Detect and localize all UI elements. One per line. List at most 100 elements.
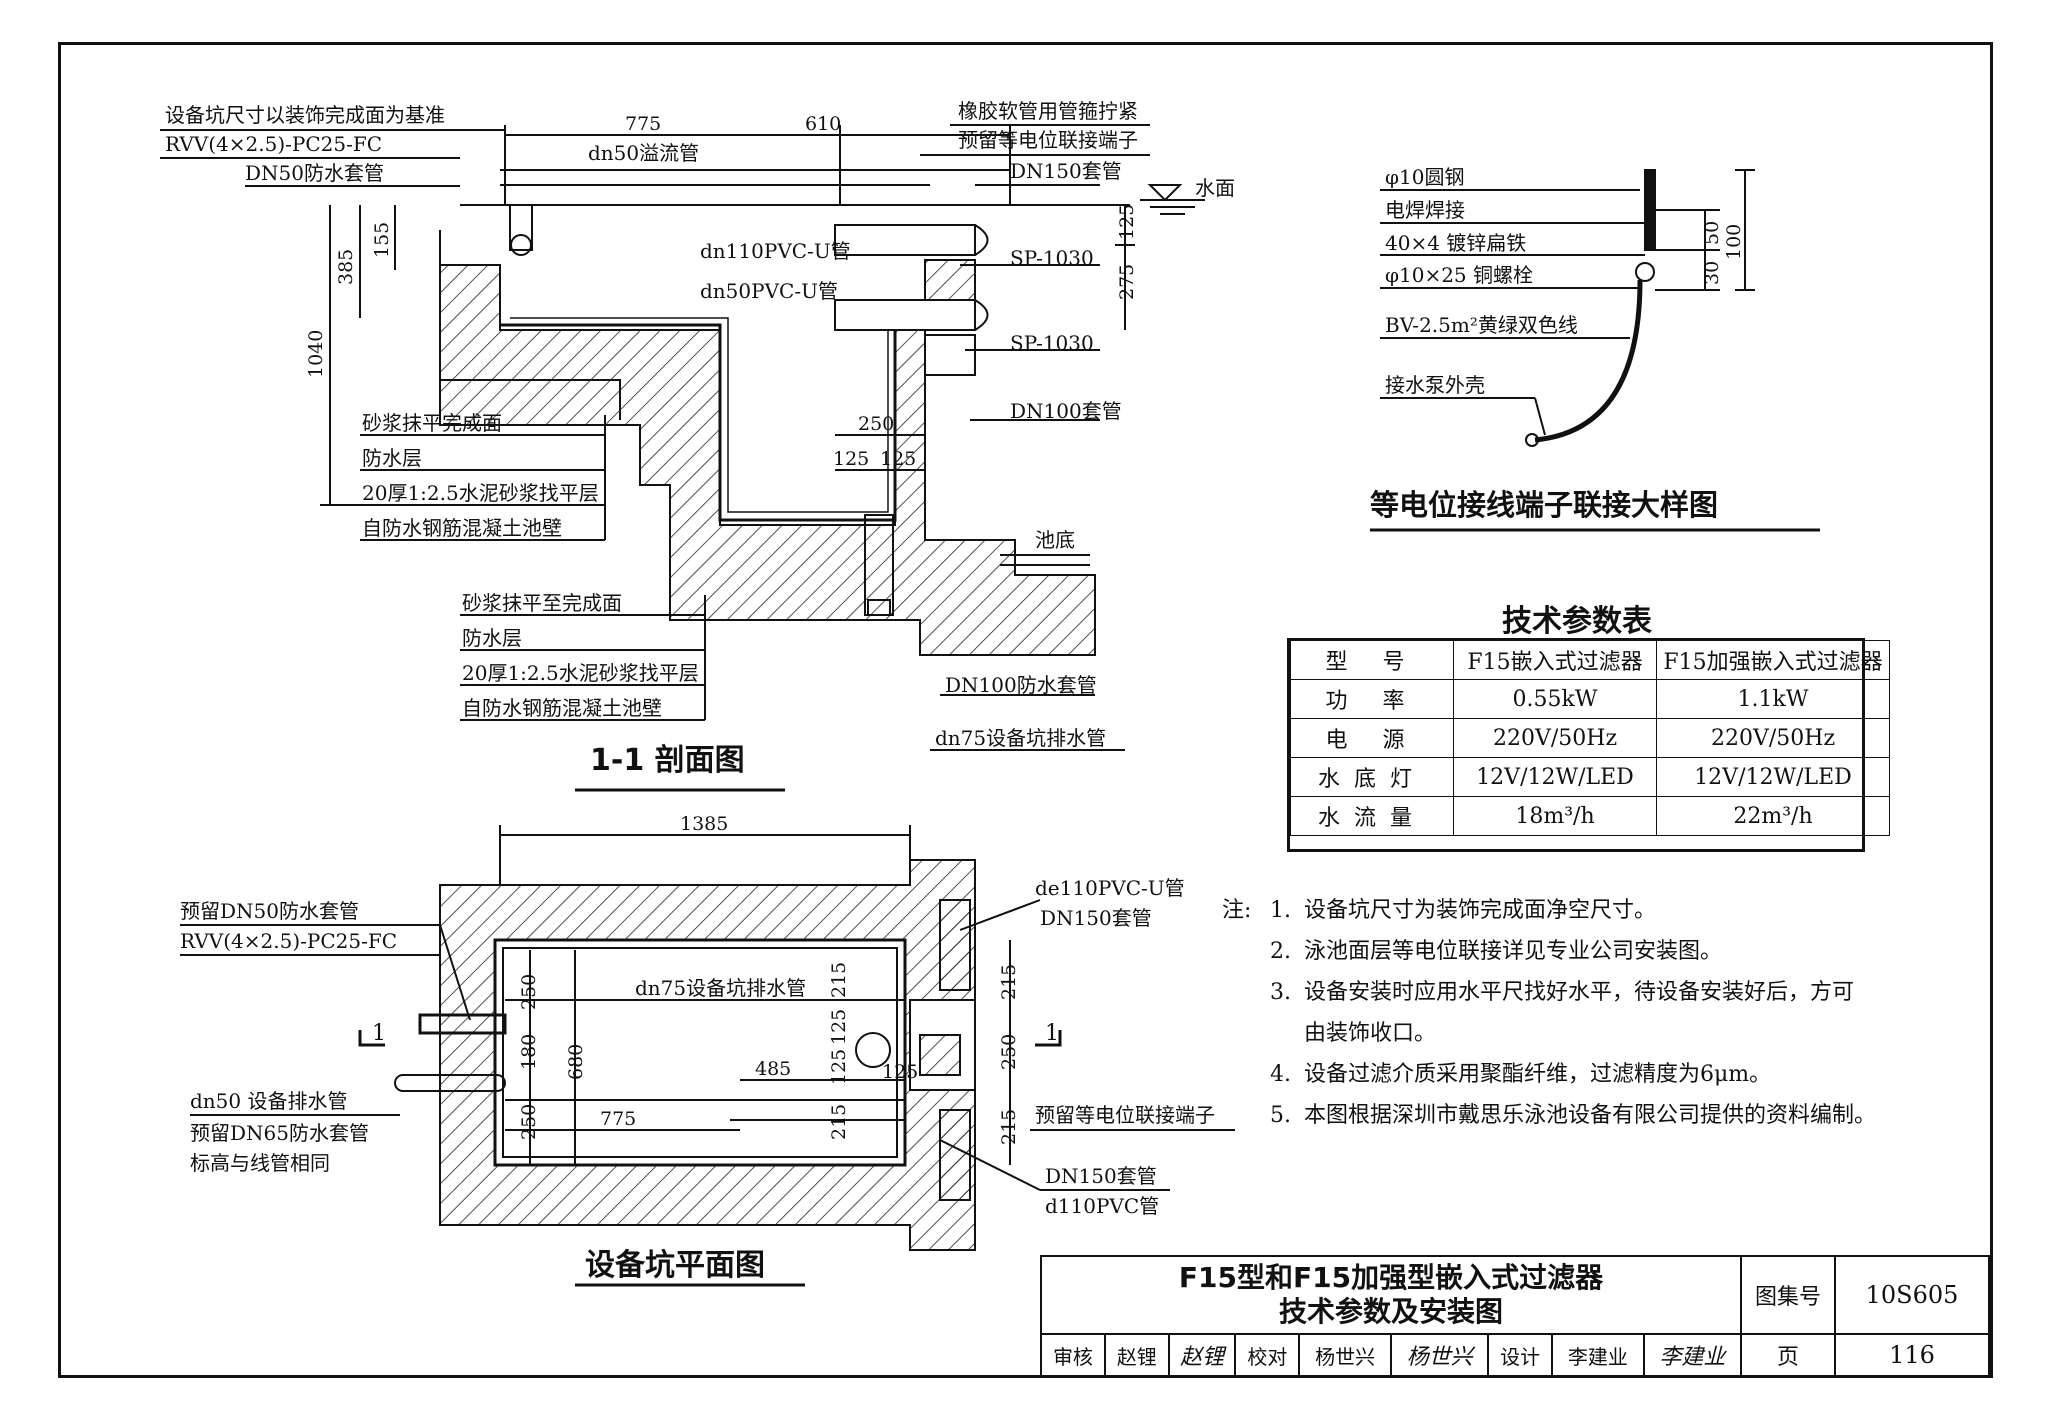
table-header-cell: F15加强嵌入式过滤器 xyxy=(1656,640,1890,680)
label-dn100: DN100套管 xyxy=(1010,399,1122,423)
check-signature: 杨世兴 xyxy=(1389,1333,1490,1377)
layer-upper-4: 自防水钢筋混凝土池壁 xyxy=(362,516,562,540)
label-sp2: SP-1030 xyxy=(1010,331,1094,355)
dim-385: 385 xyxy=(335,249,357,285)
drawing-frame xyxy=(58,42,1993,1378)
detail-label-weld: 电焊焊接 xyxy=(1385,198,1465,222)
plan-view xyxy=(180,825,1235,1287)
tech-table: 型 号 F15嵌入式过滤器 F15加强嵌入式过滤器 功 率 0.55kW 1.1… xyxy=(1290,640,1890,836)
table-row: 水流量 18m³/h 22m³/h xyxy=(1290,796,1890,836)
layer-lower-3: 20厚1:2.5水泥砂浆找平层 xyxy=(462,661,699,685)
design-name: 李建业 xyxy=(1551,1333,1645,1377)
plan-dim-250c: 250 xyxy=(998,1034,1020,1070)
note-item: 2.泳池面层等电位联接详见专业公司安装图。 xyxy=(1270,939,1723,964)
plan-dim-485: 485 xyxy=(755,1058,791,1080)
tech-table-title: 技术参数表 xyxy=(1502,604,1652,639)
cut-mark-right: 1 xyxy=(1045,1021,1059,1046)
label-dn110: dn110PVC-U管 xyxy=(700,239,851,263)
plan-dim-250a: 250 xyxy=(518,974,540,1010)
table-row: 电 源 220V/50Hz 220V/50Hz xyxy=(1290,718,1890,758)
table-cell: 水底灯 xyxy=(1290,757,1454,797)
table-header-cell: F15嵌入式过滤器 xyxy=(1453,640,1657,680)
table-cell: 220V/50Hz xyxy=(1453,718,1657,758)
detail-dim-50: 50 xyxy=(1701,221,1723,245)
check-name: 杨世兴 xyxy=(1298,1333,1392,1377)
plan-dim-125b: 125 xyxy=(828,1049,850,1085)
atlas-number: 10S605 xyxy=(1834,1255,1990,1335)
label-base-note: 设备坑尺寸以装饰完成面为基准 xyxy=(165,103,445,127)
plan-label-elev: 标高与线管相同 xyxy=(190,1151,330,1175)
dim-1040: 1040 xyxy=(305,330,327,378)
plan-label-d110: d110PVC管 xyxy=(1045,1194,1159,1218)
table-cell: 1.1kW xyxy=(1656,679,1890,719)
section-view xyxy=(160,124,1205,792)
label-dn150: DN150套管 xyxy=(1010,159,1122,183)
label-eq-terminal: 预留等电位联接端子 xyxy=(958,128,1138,152)
dim-125-right: 125 xyxy=(1116,204,1138,240)
review-label: 审核 xyxy=(1040,1333,1106,1377)
design-label: 设计 xyxy=(1487,1333,1554,1377)
plan-label-dn150b: DN150套管 xyxy=(1045,1164,1157,1188)
label-pool-bottom: 池底 xyxy=(1035,528,1075,552)
dim-155: 155 xyxy=(371,222,393,258)
plan-dim-1385: 1385 xyxy=(680,813,728,835)
label-sp1: SP-1030 xyxy=(1010,246,1094,270)
table-cell: 电 源 xyxy=(1290,718,1454,758)
table-row: 水底灯 12V/12W/LED 12V/12W/LED xyxy=(1290,757,1890,797)
plan-dim-125a: 125 xyxy=(828,1009,850,1045)
table-cell: 功 率 xyxy=(1290,679,1454,719)
note-item: 由装饰收口。 xyxy=(1304,1021,1437,1046)
plan-dim-215a: 215 xyxy=(828,962,850,998)
plan-dim-250b: 250 xyxy=(518,1104,540,1140)
dim-250: 250 xyxy=(858,413,894,435)
detail-label-pump: 接水泵外壳 xyxy=(1385,373,1485,397)
detail-label-flat: 40×4 镀锌扁铁 xyxy=(1385,231,1526,255)
dim-610: 610 xyxy=(805,113,841,135)
title-block: F15型和F15加强型嵌入式过滤器 技术参数及安装图 图集号 10S605 审核… xyxy=(1040,1255,1990,1377)
page-number: 116 xyxy=(1834,1333,1990,1377)
detail-label-bolt: φ10×25 铜螺栓 xyxy=(1385,263,1533,287)
detail-dim-30: 30 xyxy=(1701,261,1723,285)
note-item: 3.设备安装时应用水平尺找好水平，待设备安装好后，方可 xyxy=(1270,980,1855,1005)
note-item: 4.设备过滤介质采用聚酯纤维，过滤精度为6μm。 xyxy=(1270,1062,1772,1087)
plan-dim-215c: 215 xyxy=(998,964,1020,1000)
label-rvv: RVV(4×2.5)-PC25-FC xyxy=(165,132,382,156)
layer-upper-3: 20厚1:2.5水泥砂浆找平层 xyxy=(362,481,599,505)
note-item: 注:1.设备坑尺寸为装饰完成面净空尺寸。 xyxy=(1222,890,1876,931)
notes: 注:1.设备坑尺寸为装饰完成面净空尺寸。 2.泳池面层等电位联接详见专业公司安装… xyxy=(1222,890,1876,1136)
dim-125-left: 125 xyxy=(833,448,869,470)
label-dn50-overflow: dn50溢流管 xyxy=(588,141,699,165)
dim-125-right2: 125 xyxy=(880,448,916,470)
table-cell: 水流量 xyxy=(1290,796,1454,836)
dim-275: 275 xyxy=(1116,264,1138,300)
drawing-title: F15型和F15加强型嵌入式过滤器 技术参数及安装图 xyxy=(1040,1255,1742,1335)
review-name: 赵锂 xyxy=(1103,1333,1170,1377)
table-cell: 12V/12W/LED xyxy=(1453,757,1657,797)
plan-title: 设备坑平面图 xyxy=(585,1248,765,1283)
table-cell: 0.55kW xyxy=(1453,679,1657,719)
plan-dim-680: 680 xyxy=(565,1044,587,1080)
table-row: 功 率 0.55kW 1.1kW xyxy=(1290,679,1890,719)
notes-prefix: 注: xyxy=(1222,898,1252,923)
label-dn50-sleeve: DN50防水套管 xyxy=(245,161,384,185)
plan-label-rvv: RVV(4×2.5)-PC25-FC xyxy=(180,929,397,953)
table-cell: 22m³/h xyxy=(1656,796,1890,836)
table-cell: 12V/12W/LED xyxy=(1656,757,1890,797)
layer-lower-2: 防水层 xyxy=(462,626,522,650)
label-rubber-hose: 橡胶软管用管箍拧紧 xyxy=(958,99,1138,123)
plan-label-dn75: dn75设备坑排水管 xyxy=(635,976,806,1000)
note-item: 5.本图根据深圳市戴思乐泳池设备有限公司提供的资料编制。 xyxy=(1270,1103,1877,1128)
review-signature: 赵锂 xyxy=(1167,1333,1237,1377)
plan-dim-215d: 215 xyxy=(998,1109,1020,1145)
plan-dim-215b: 215 xyxy=(828,1104,850,1140)
detail-title: 等电位接线端子联接大样图 xyxy=(1370,488,1718,522)
layer-upper-2: 防水层 xyxy=(362,446,422,470)
detail-label-wire: BV-2.5m²黄绿双色线 xyxy=(1385,313,1578,337)
layer-lower-4: 自防水钢筋混凝土池壁 xyxy=(462,696,662,720)
table-cell: 220V/50Hz xyxy=(1656,718,1890,758)
plan-dim-775: 775 xyxy=(600,1108,636,1130)
page-label: 页 xyxy=(1740,1333,1836,1377)
detail-dim-100: 100 xyxy=(1723,224,1745,260)
layer-upper-1: 砂浆抹平完成面 xyxy=(362,411,502,435)
check-label: 校对 xyxy=(1234,1333,1301,1377)
